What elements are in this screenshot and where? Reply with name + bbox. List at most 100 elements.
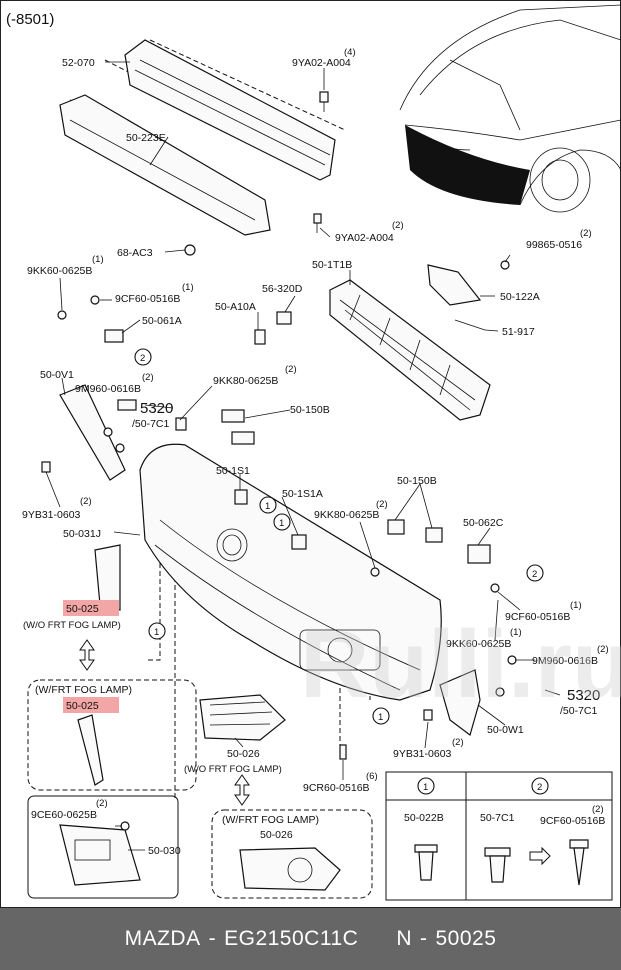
variant-arrow-icon-bottom (234, 774, 250, 806)
label-with-fog-lamp-a: (W/FRT FOG LAMP) (35, 684, 132, 696)
label-with-fog-lamp-b: (W/FRT FOG LAMP) (222, 814, 319, 826)
label-9ce60: 9CE60-0625B (31, 809, 97, 821)
label-50-122a: 50-122A (500, 291, 540, 303)
label-50-031j: 50-031J (63, 528, 101, 540)
label-50-026-a: 50-026 (227, 748, 260, 760)
label-9m960-right: 9M960-0616B (532, 655, 598, 667)
license-plate-bracket-shape (59, 824, 141, 886)
label-50-1s1: 50-1S1 (216, 465, 250, 477)
label-50-025-b: 50-025 (66, 700, 99, 712)
callout-1-d: 1 (378, 712, 383, 723)
label-9kk60-right: 9KK60-0625B (446, 638, 511, 650)
qty-9kk60-right: (1) (510, 627, 522, 638)
vehicle-reference-illustration (399, 4, 621, 213)
bumper-reinforcement-shape (124, 39, 336, 181)
label-50-026-b: 50-026 (260, 829, 293, 841)
label-9cr60: 9CR60-0516B (303, 782, 370, 794)
fog-cover-50-026-shape (199, 694, 286, 741)
footer-number-label: N (396, 927, 412, 950)
label-9ya02-bot: 9YA02-A004 (335, 232, 394, 244)
label-51-917: 51-917 (502, 326, 535, 338)
legend-col1-part: 50-022B (404, 812, 444, 824)
callout-1-c: 1 (154, 627, 159, 638)
qty-9cf60-top: (1) (182, 282, 194, 293)
footer-separator-1: - (208, 927, 217, 950)
footer-oem-number: EG2150C11C (224, 927, 359, 950)
deflector-50-025-a-shape (94, 544, 121, 611)
legend-col2-number: 2 (537, 782, 542, 793)
label-56-320d: 56-320D (262, 283, 303, 295)
label-68-ac3: 68-AC3 (117, 247, 153, 259)
license-plate-area-box (27, 795, 179, 899)
legend-col2-part-a: 50-7C1 (480, 812, 515, 824)
label-50-1t1b: 50-1T1B (312, 259, 352, 271)
qty-9cf60-right: (1) (570, 600, 582, 611)
date-code: (-8501) (6, 11, 54, 28)
highlight-50-025-a (63, 600, 119, 616)
radiator-grille-shape (329, 279, 491, 421)
footer-make: MAZDA (124, 927, 201, 950)
label-9m960-top: 9M960-0616B (75, 383, 141, 395)
fastener-legend-table: 1 2 50-022B 50-7C1 (2) 9CF60-0516B (385, 771, 613, 901)
label-without-fog-lamp-b: (W/O FRT FOG LAMP) (184, 764, 282, 775)
bracket-50-0w1-shape (439, 669, 481, 737)
label-9cf60-right: 9CF60-0516B (505, 611, 570, 623)
legend-col2-part-b: 9CF60-0516B (540, 815, 605, 827)
highlight-50-025-b (63, 697, 119, 713)
label-50-062c: 50-062C (463, 517, 504, 529)
bracket-50-122a-shape (427, 264, 482, 306)
exploded-parts-diagram: (-8501) (0, 0, 621, 908)
label-50-0v1: 50-0V1 (40, 369, 74, 381)
legend-col1-number: 1 (423, 782, 428, 793)
footer-diagram-number: 50025 (435, 927, 497, 950)
with-fog-lamp-cover-option-box (211, 809, 373, 899)
callout-1-a: 1 (265, 501, 270, 512)
label-without-fog-lamp-a: (W/O FRT FOG LAMP) (23, 620, 121, 631)
clip-7c1-icon (484, 847, 511, 883)
label-9cf60-top: 9CF60-0516B (115, 293, 180, 305)
screw-icon (569, 839, 589, 886)
label-9kk80-mid: 9KK80-0625B (314, 509, 379, 521)
legend-col2-part-b-qty: (2) (592, 804, 604, 815)
label-50-025-a: 50-025 (66, 603, 99, 615)
callout-1-b: 1 (279, 518, 284, 529)
push-clip-icon (414, 844, 438, 881)
front-bumper-highlight-shape (405, 125, 530, 205)
label-9yb31-right: 9YB31-0603 (393, 748, 452, 760)
label-50-223e: 50-223E (126, 132, 166, 144)
label-5320-top: 5320 (140, 400, 173, 417)
variant-arrow-icon-left (79, 639, 95, 671)
callout-2-a: 2 (140, 353, 145, 364)
label-50-150b-top: 50-150B (290, 404, 330, 416)
label-9yb31-left: 9YB31-0603 (22, 509, 81, 521)
qty-99865: (2) (580, 228, 592, 239)
label-52-070: 52-070 (62, 57, 95, 69)
assembly-arrow-icon (529, 846, 551, 866)
label-50-0w1: 50-0W1 (487, 724, 524, 736)
qty-9cr60: (6) (366, 771, 378, 782)
label-9kk80-top: 9KK80-0625B (213, 375, 278, 387)
label-50-7c1-right: /50-7C1 (560, 705, 598, 717)
qty-9ce60: (2) (96, 798, 108, 809)
with-fog-lamp-option-box (27, 679, 197, 791)
fog-cover-with-fog-lamp-shape (239, 847, 341, 891)
qty-9m960-right: (2) (597, 644, 609, 655)
qty-9yb31-left: (2) (80, 496, 92, 507)
qty-9ya02-bot: (2) (392, 220, 404, 231)
label-50-030: 50-030 (148, 845, 181, 857)
label-99865: 99865-0516 (526, 239, 582, 251)
qty-9yb31-right: (2) (452, 737, 464, 748)
label-50-150b-mid: 50-150B (397, 475, 437, 487)
label-5320-right: 5320 (567, 687, 600, 704)
qty-9kk60-top: (1) (92, 254, 104, 265)
callout-markers: 2 1 1 2 1 1 (134, 348, 544, 725)
bracket-50-0v1-shape (59, 384, 126, 481)
label-50-a10a: 50-A10A (215, 301, 256, 313)
bumper-cover-shape (139, 443, 442, 701)
callout-2-b: 2 (532, 569, 537, 580)
qty-9m960-top: (2) (142, 372, 154, 383)
qty-9kk80-mid: (2) (376, 499, 388, 510)
leader-lines (45, 61, 561, 851)
label-9ya02-top: 9YA02-A004 (292, 57, 351, 69)
